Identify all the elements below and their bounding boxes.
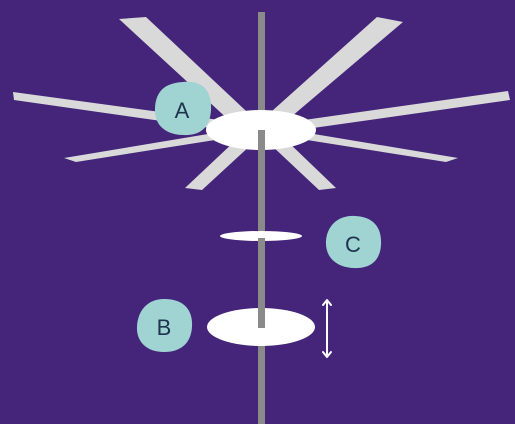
badge-a-shape — [154, 81, 212, 136]
middle-disc — [220, 231, 302, 241]
label-badge-a: A — [154, 81, 212, 136]
blade-upper-right — [262, 17, 403, 128]
label-badge-c: C — [325, 215, 382, 269]
vertical-double-arrow-icon — [322, 299, 332, 358]
blade-lower-right — [288, 130, 458, 162]
blade-bottom-right — [270, 140, 336, 190]
badge-a-text: A — [175, 98, 190, 123]
pole-upper — [258, 12, 265, 134]
badge-c-shape — [325, 215, 382, 269]
blade-bottom-left — [185, 140, 252, 190]
badge-b-shape — [136, 299, 193, 352]
label-badge-b: B — [136, 299, 193, 352]
badge-c-text: C — [345, 232, 361, 257]
pole-segment-base — [258, 346, 265, 424]
blade-right — [290, 91, 510, 131]
pole-segment-bottom — [258, 300, 265, 328]
badge-b-text: B — [157, 315, 172, 340]
blade-lower-left — [64, 130, 234, 162]
blade-upper-left — [119, 17, 262, 134]
pole-segment-top-hub — [258, 130, 265, 152]
pole-segment-middle — [258, 238, 265, 324]
